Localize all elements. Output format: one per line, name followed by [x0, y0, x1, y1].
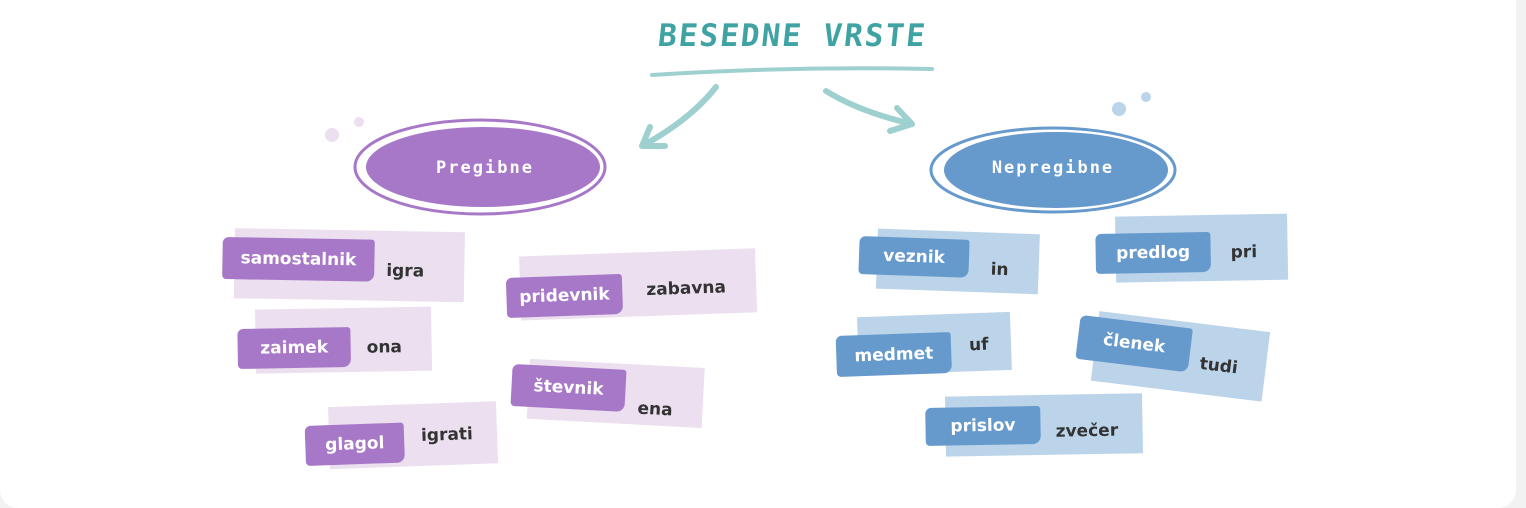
card-example: in [990, 259, 1009, 281]
node-nepregibne: Nepregibne [991, 158, 1115, 178]
arrow-right [823, 88, 915, 134]
card-label: medmet [835, 331, 952, 377]
card-label: pridevnik [505, 273, 624, 318]
card-label: prislov [925, 405, 1041, 446]
card-label: glagol [304, 422, 405, 466]
card-example: igrati [420, 424, 474, 446]
card-label: predlog [1095, 231, 1212, 274]
node-pregibne: Pregibne [436, 158, 534, 178]
card-label: veznik [858, 235, 970, 278]
card-label: zaimek [237, 327, 352, 369]
pregibne-ellipse [325, 117, 607, 216]
card-label: samostalnik [222, 236, 375, 282]
nepregibne-ellipse [929, 92, 1177, 214]
card-label: števnik [510, 363, 627, 412]
card-example: uf [968, 334, 989, 356]
diagram-title: BESEDNE VRSTE [656, 18, 929, 54]
title-underline [650, 66, 934, 77]
card-example: pri [1230, 242, 1258, 263]
arrow-left [639, 84, 719, 149]
card-example: igra [386, 260, 425, 282]
card-example: ena [636, 398, 674, 421]
card-example: zabavna [645, 277, 727, 301]
card-example: ona [366, 337, 403, 358]
card-example: zvečer [1055, 420, 1119, 442]
